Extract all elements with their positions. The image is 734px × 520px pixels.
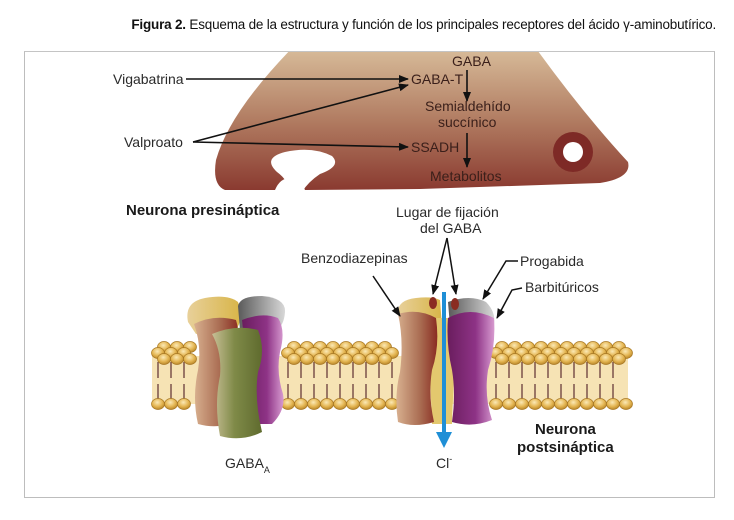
lipid-head bbox=[515, 398, 529, 410]
benzodiazepinas-label: Benzodiazepinas bbox=[301, 250, 408, 266]
lipid-head bbox=[586, 353, 600, 365]
postsynaptic-label-line1: Neurona bbox=[535, 421, 597, 438]
lipid-head bbox=[547, 353, 561, 365]
lipid-head bbox=[593, 398, 607, 410]
binding-site-arrow-left bbox=[431, 237, 448, 295]
lipid-head bbox=[554, 398, 568, 410]
benzodiazepinas-arrow bbox=[372, 275, 401, 317]
binding-site-label-2: del GABA bbox=[420, 220, 482, 236]
receptor-subunit-green bbox=[212, 327, 262, 439]
valproato-gabat-arrow bbox=[192, 83, 409, 143]
lipid-head bbox=[313, 353, 327, 365]
lipid-head bbox=[320, 398, 334, 410]
figure-caption: Figura 2. Esquema de la estructura y fun… bbox=[0, 17, 716, 32]
gaba-label: GABA bbox=[452, 53, 492, 69]
lipid-head bbox=[573, 353, 587, 365]
receptor-subunit-purple-right bbox=[447, 312, 495, 425]
succinico-label: succínico bbox=[438, 114, 497, 130]
chloride-label: Cl- bbox=[436, 454, 452, 471]
lipid-head bbox=[333, 398, 347, 410]
lipid-head bbox=[287, 353, 301, 365]
lipid-head bbox=[157, 353, 171, 365]
valproato-ssadh-arrow bbox=[192, 141, 409, 151]
vesicle-release-notch bbox=[271, 149, 336, 192]
lipid-head bbox=[294, 398, 308, 410]
lipid-head bbox=[599, 353, 613, 365]
vigabatrina-label: Vigabatrina bbox=[113, 71, 184, 87]
lipid-head bbox=[521, 353, 535, 365]
presynaptic-neuron bbox=[215, 52, 629, 192]
lipid-head bbox=[378, 353, 392, 365]
gaba-a-receptor bbox=[187, 296, 286, 439]
lipid-head bbox=[352, 353, 366, 365]
lipid-head bbox=[326, 353, 340, 365]
gaba-a-label: GABAA bbox=[225, 455, 270, 475]
lipid-head bbox=[307, 398, 321, 410]
ssadh-label: SSADH bbox=[411, 139, 459, 155]
gaba-binding-site-left bbox=[429, 297, 437, 309]
lipid-head bbox=[495, 353, 509, 365]
lipid-head bbox=[359, 398, 373, 410]
lipid-head bbox=[508, 353, 522, 365]
chloride-label-main: Cl bbox=[436, 455, 449, 471]
lipid-head bbox=[365, 353, 379, 365]
lipid-head bbox=[619, 398, 633, 410]
lipid-head bbox=[372, 398, 386, 410]
lipid-head bbox=[170, 353, 184, 365]
lipid-head bbox=[580, 398, 594, 410]
caption-text: Esquema de la estructura y función de lo… bbox=[185, 17, 716, 32]
postsynaptic-label-line2: postsináptica bbox=[517, 439, 614, 456]
lipid-head bbox=[534, 353, 548, 365]
metabolitos-label: Metabolitos bbox=[430, 168, 502, 184]
progabida-arrow bbox=[482, 260, 518, 300]
binding-site-arrow-right bbox=[446, 237, 459, 295]
lipid-head bbox=[339, 353, 353, 365]
chloride-arrow-head bbox=[436, 432, 452, 448]
lipid-head bbox=[528, 398, 542, 410]
lipid-head bbox=[151, 398, 165, 410]
figure-frame bbox=[24, 51, 715, 498]
semialdehido-label: Semialdehído bbox=[425, 98, 511, 114]
lipid-head bbox=[489, 398, 503, 410]
lipid-head bbox=[183, 353, 197, 365]
receptor-subunit-brown-right bbox=[396, 311, 438, 425]
lipid-head bbox=[612, 353, 626, 365]
binding-site-label-1: Lugar de fijación bbox=[396, 204, 499, 220]
lipid-head bbox=[567, 398, 581, 410]
gaba-a-receptor-detailed bbox=[396, 292, 495, 448]
gaba-t-label: GABA-T bbox=[411, 71, 464, 87]
lipid-head bbox=[560, 353, 574, 365]
vesicle-core bbox=[563, 142, 583, 162]
chloride-label-superscript: - bbox=[449, 454, 452, 464]
presynaptic-label: Neurona presináptica bbox=[126, 202, 280, 219]
lipid-head bbox=[502, 398, 516, 410]
lipid-head bbox=[164, 398, 178, 410]
barbituricos-arrow bbox=[496, 287, 523, 319]
lipid-head bbox=[346, 398, 360, 410]
lipid-head bbox=[541, 398, 555, 410]
gaba-a-label-subscript: A bbox=[264, 465, 270, 475]
figure-number: Figura 2. bbox=[131, 17, 186, 32]
progabida-label: Progabida bbox=[520, 253, 584, 269]
gaba-binding-site-right bbox=[451, 298, 459, 310]
barbituricos-label: Barbitúricos bbox=[525, 279, 599, 295]
lipid-head bbox=[606, 398, 620, 410]
valproato-label: Valproato bbox=[124, 134, 183, 150]
lipid-head bbox=[300, 353, 314, 365]
lipid-head bbox=[177, 398, 191, 410]
gaba-a-label-main: GABA bbox=[225, 455, 265, 471]
